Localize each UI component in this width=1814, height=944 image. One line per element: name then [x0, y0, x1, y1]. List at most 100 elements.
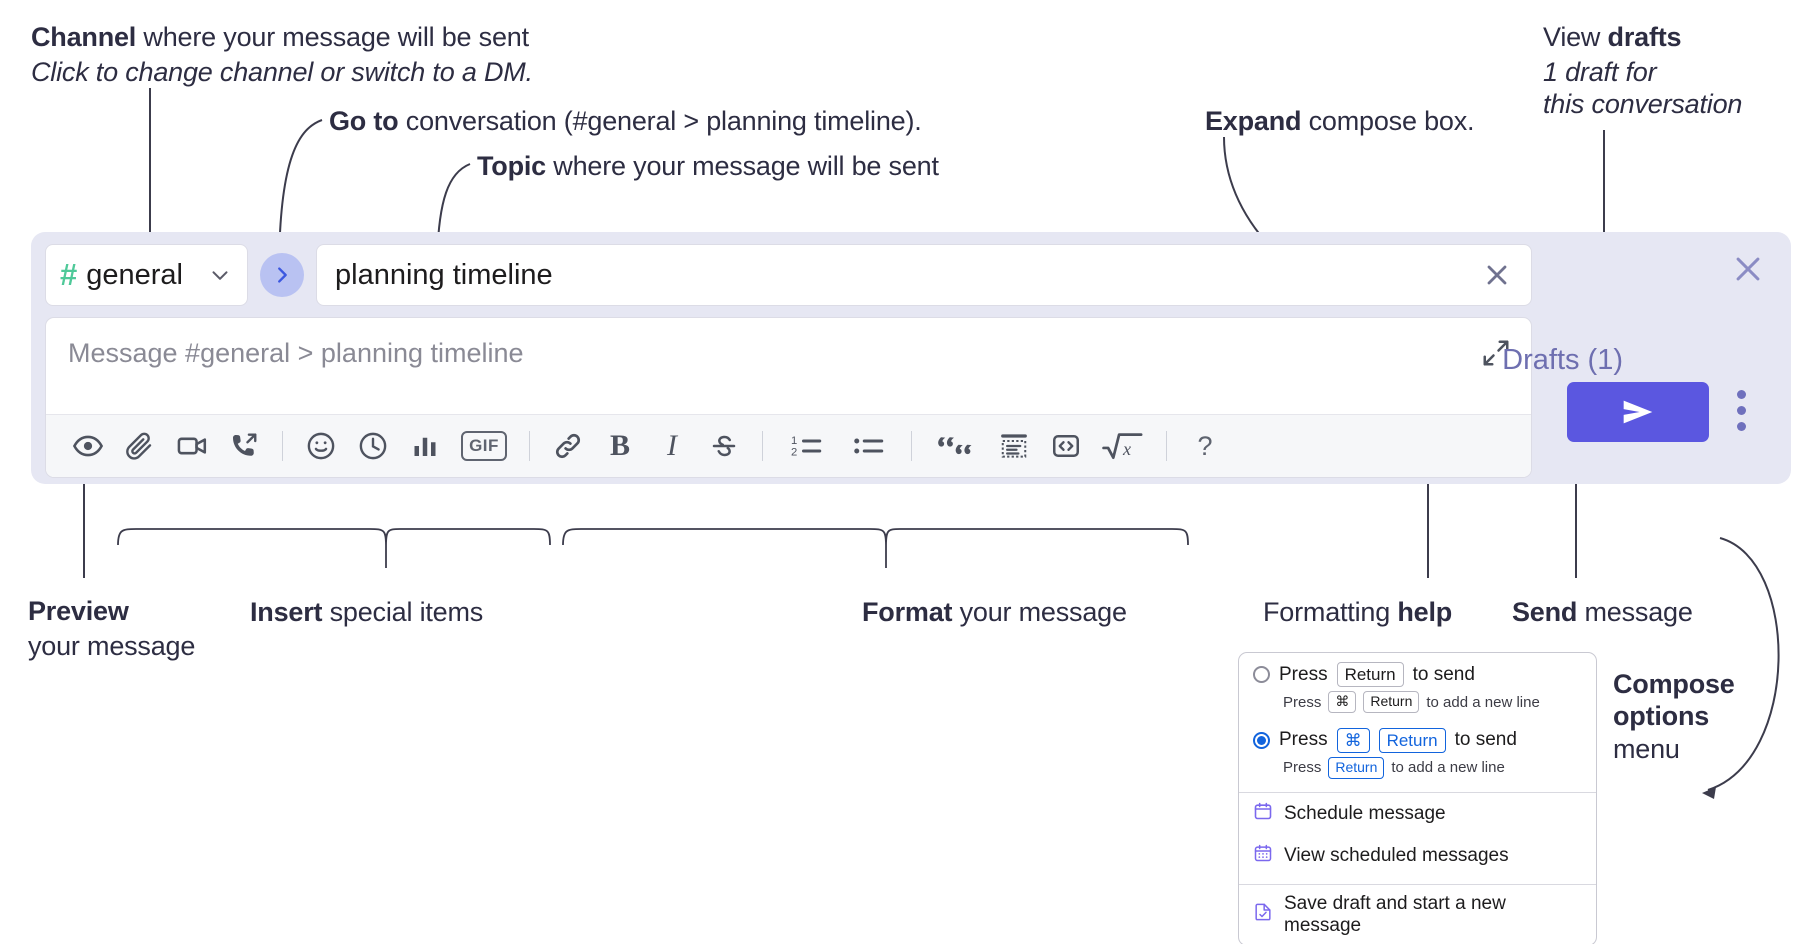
toolbar-divider: [762, 431, 763, 461]
bar-chart-icon[interactable]: [399, 422, 451, 470]
opt1-press: Press: [1279, 663, 1328, 685]
expand-icon[interactable]: [1481, 338, 1511, 368]
menu-item-view-scheduled[interactable]: View scheduled messages: [1239, 835, 1596, 877]
clear-topic-icon[interactable]: [1481, 259, 1513, 291]
close-icon[interactable]: [1731, 252, 1765, 286]
annotation-channel-bold: Channel: [31, 22, 137, 52]
gif-icon[interactable]: GIF: [451, 422, 517, 470]
annotation-channel-italic: Click to change channel or switch to a D…: [31, 56, 533, 87]
opt1-tosend: to send: [1412, 663, 1475, 685]
drafts-link[interactable]: Drafts (1): [1502, 344, 1623, 376]
huddle-phone-icon[interactable]: [218, 422, 270, 470]
annotation-topic-bold: Topic: [477, 151, 546, 181]
key-return: Return: [1336, 662, 1404, 688]
send-option-return[interactable]: Press Return to send Press ⌘ Return to a…: [1239, 653, 1596, 719]
annotation-insert-bold: Insert: [250, 597, 323, 627]
message-input[interactable]: Message #general > planning timeline: [46, 318, 1531, 414]
message-box: Message #general > planning timeline: [45, 317, 1532, 478]
video-camera-icon[interactable]: [166, 422, 218, 470]
inline-code-icon[interactable]: [1040, 422, 1092, 470]
compose-main: # general planning timeline: [45, 244, 1532, 478]
send-button[interactable]: [1567, 382, 1709, 442]
kebab-dot: [1736, 389, 1746, 399]
compose-options-button[interactable]: [1729, 384, 1753, 436]
code-block-icon[interactable]: [988, 422, 1040, 470]
annotation-topic-rest: where your message will be sent: [546, 151, 939, 181]
compose-box: # general planning timeline: [31, 232, 1791, 484]
channel-selector[interactable]: # general: [45, 244, 248, 306]
annotation-preview-rest: your message: [28, 630, 196, 661]
chevron-down-icon: [207, 262, 233, 288]
svg-text:1: 1: [791, 435, 797, 447]
toolbar-divider: [529, 431, 530, 461]
strikethrough-icon[interactable]: [698, 422, 750, 470]
eye-icon[interactable]: [62, 422, 114, 470]
menu-divider: [1239, 883, 1596, 885]
topic-input[interactable]: planning timeline: [316, 244, 1532, 306]
annotation-goto-bold: Go to: [329, 106, 399, 136]
annotation-compose-options-rest: menu: [1613, 733, 1680, 764]
svg-text:2: 2: [791, 446, 797, 458]
menu-item-label: Save draft and start a new message: [1284, 892, 1506, 936]
math-icon[interactable]: x: [1092, 422, 1154, 470]
annotation-channel-rest: where your message will be sent: [136, 22, 529, 52]
formatting-toolbar: GIF B I: [46, 414, 1531, 477]
radio-return[interactable]: [1253, 666, 1270, 684]
key-command: ⌘: [1336, 727, 1370, 753]
bold-icon[interactable]: B: [609, 429, 630, 462]
blockquote-icon[interactable]: [924, 422, 988, 470]
opt2-tosend: to send: [1454, 729, 1517, 751]
key-return: Return: [1328, 757, 1385, 779]
annotation-send-bold: Send: [1512, 597, 1578, 627]
annotation-drafts-lead: View: [1543, 22, 1608, 52]
annotation-help-lead: Formatting: [1263, 597, 1398, 627]
svg-text:x: x: [1122, 439, 1131, 459]
opt1-sub-press: Press: [1283, 693, 1322, 711]
annotation-insert: Insert special items: [250, 597, 483, 629]
conversation-row: # general planning timeline: [45, 244, 1532, 306]
hash-icon: #: [60, 256, 78, 292]
calendar-icon: [1253, 801, 1273, 827]
bulleted-list-icon[interactable]: [837, 422, 899, 470]
annotation-compose-options-bold2: options: [1613, 701, 1710, 732]
annotation-goto-rest: conversation (#general > planning timeli…: [398, 106, 922, 136]
menu-item-save-draft[interactable]: Save draft and start a new message: [1239, 885, 1596, 944]
annotation-format-bold: Format: [862, 597, 953, 627]
link-icon[interactable]: [542, 422, 594, 470]
annotation-format-rest: your message: [952, 597, 1127, 627]
radio-cmd-return[interactable]: [1253, 731, 1270, 749]
opt2-press: Press: [1279, 729, 1328, 751]
annotation-compose-options: Compose options menu: [1613, 668, 1735, 765]
emoji-icon[interactable]: [295, 422, 347, 470]
annotation-help-bold: help: [1397, 597, 1453, 627]
message-placeholder: Message #general > planning timeline: [68, 338, 524, 368]
annotation-format: Format your message: [862, 597, 1127, 629]
clock-icon[interactable]: [347, 422, 399, 470]
save-draft-icon: [1253, 902, 1273, 928]
annotation-preview: Preview your message: [28, 596, 195, 662]
send-option-cmd-return[interactable]: Press ⌘ Return to send Press Return to a…: [1239, 719, 1596, 785]
annotation-expand-rest: compose box.: [1301, 106, 1475, 136]
opt2-sub-press: Press: [1283, 759, 1322, 777]
calendar-grid-icon: [1253, 843, 1273, 869]
paperclip-icon[interactable]: [114, 422, 166, 470]
menu-item-label: Schedule message: [1284, 802, 1446, 824]
annotation-expand: Expand compose box.: [1205, 106, 1475, 138]
annotation-channel: Channel where your message will be sent …: [31, 22, 533, 88]
annotation-drafts-italic2: this conversation: [1543, 89, 1743, 120]
menu-item-label: View scheduled messages: [1284, 844, 1509, 866]
ordered-list-icon[interactable]: 1 2: [775, 422, 837, 470]
go-to-conversation-button[interactable]: [260, 253, 304, 297]
annotation-preview-bold: Preview: [28, 596, 129, 626]
topic-value: planning timeline: [335, 258, 553, 291]
menu-item-schedule-message[interactable]: Schedule message: [1239, 793, 1596, 835]
annotation-expand-bold: Expand: [1205, 106, 1302, 136]
italic-icon[interactable]: I: [667, 429, 677, 462]
toolbar-divider: [911, 431, 912, 461]
annotation-send-rest: message: [1577, 597, 1693, 627]
opt1-sub-tail: to add a new line: [1426, 693, 1540, 711]
annotation-goto: Go to conversation (#general > planning …: [329, 106, 922, 138]
question-mark-icon[interactable]: ?: [1197, 430, 1213, 461]
annotation-topic: Topic where your message will be sent: [477, 151, 939, 183]
